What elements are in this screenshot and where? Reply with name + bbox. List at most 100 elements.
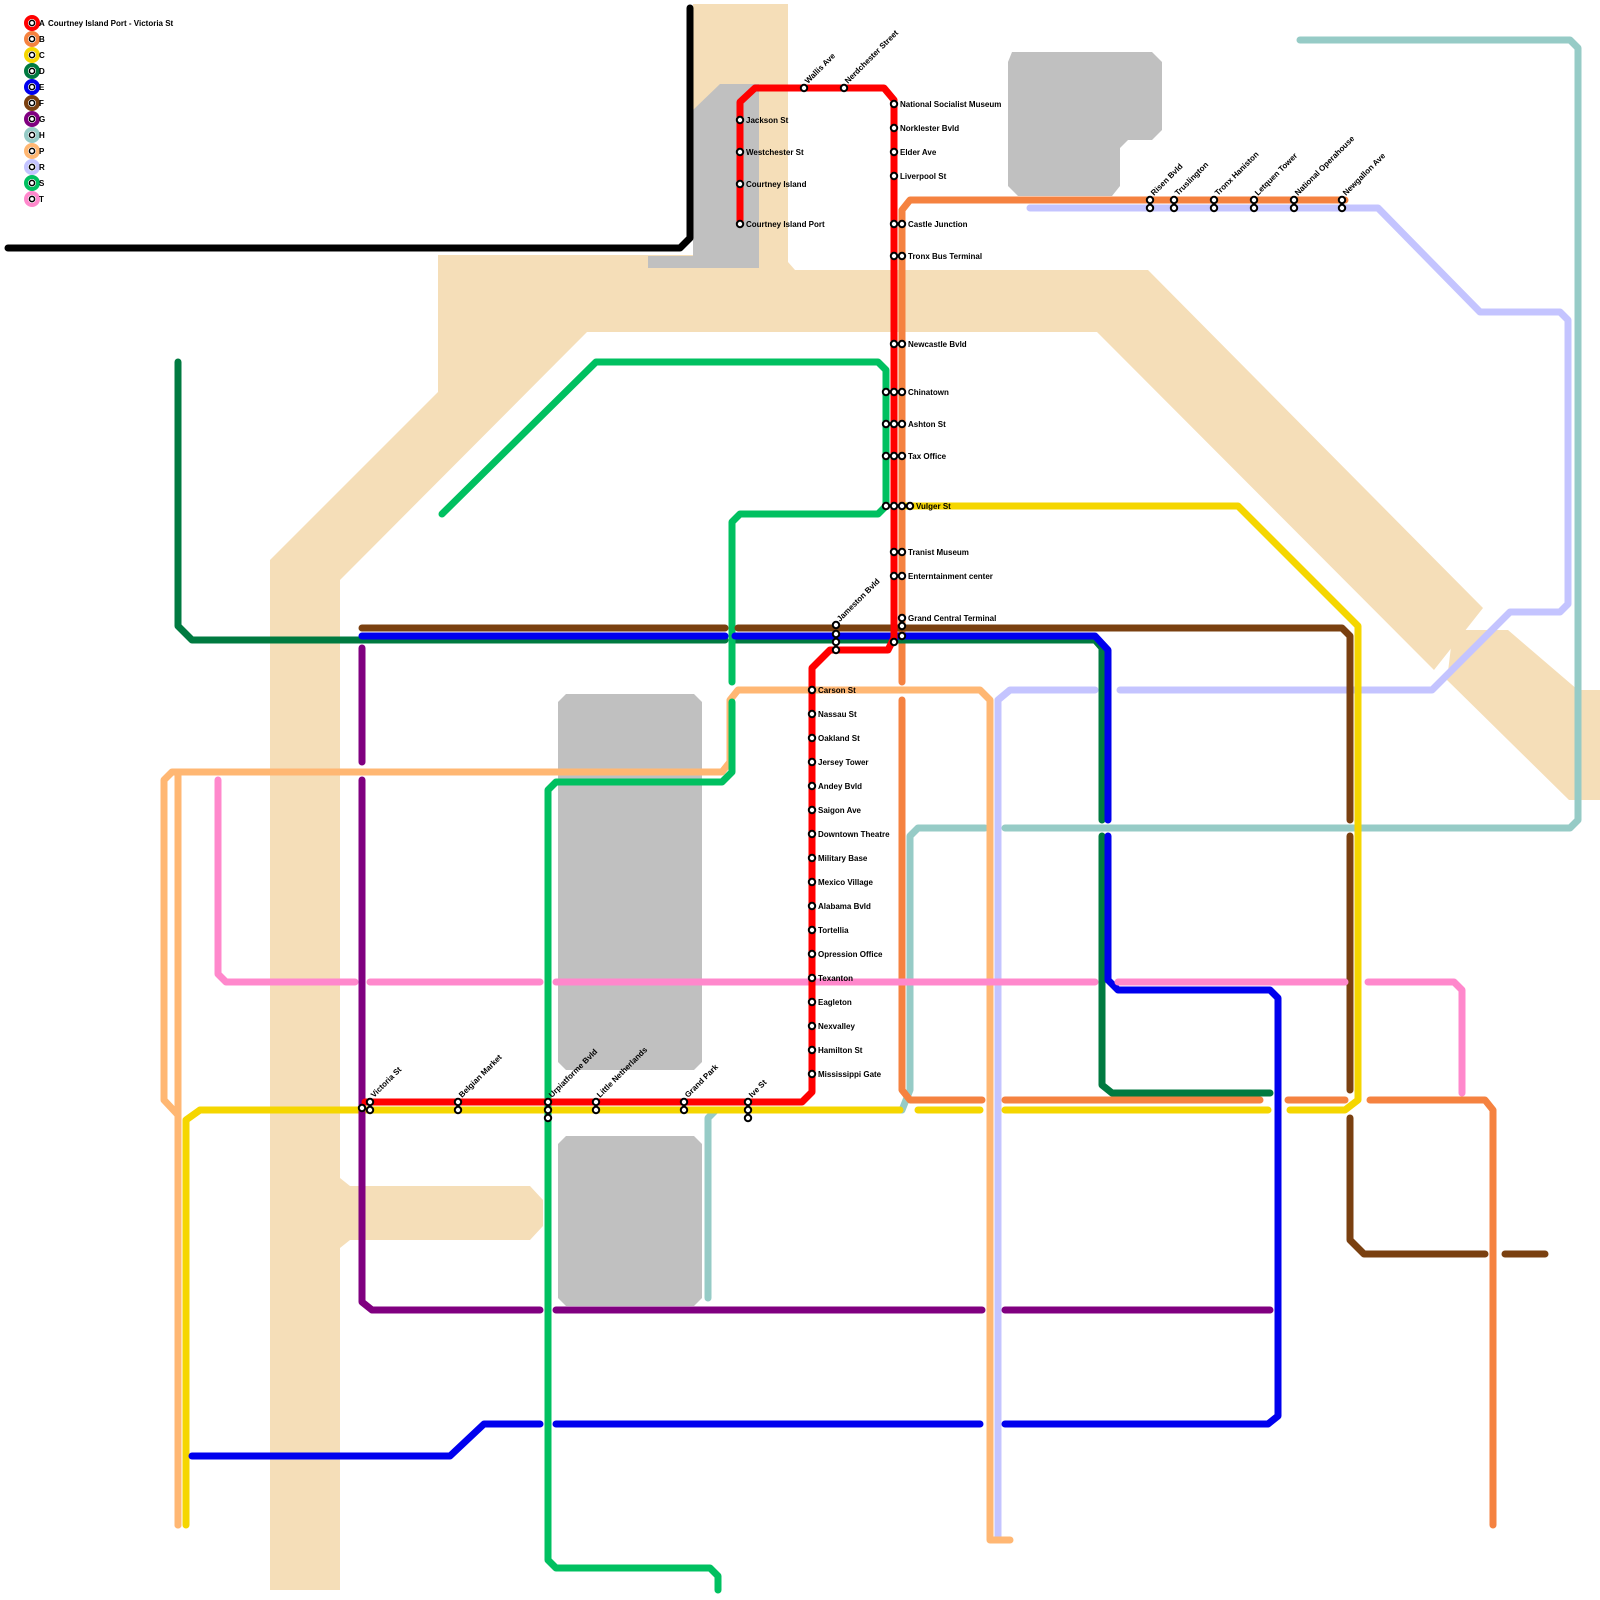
legend-line-t-label: T [39,195,44,204]
station-dot-risen-bvld[interactable] [1147,205,1153,211]
station-dot-castle-junction[interactable] [891,221,897,227]
station-dot-truslington[interactable] [1171,205,1177,211]
station-dot-chinatown[interactable] [899,389,905,395]
station-dot-urpiatforme-bvld[interactable] [545,1115,551,1121]
station-dot-little-netherlands[interactable] [593,1099,599,1105]
line-f-route [738,628,1350,820]
station-dot-downtown-theatre[interactable] [809,831,815,837]
station-dot-oakland-st[interactable] [809,735,815,741]
station-dot-tronx-haniston[interactable] [1211,205,1217,211]
station-dot-risen-bvld[interactable] [1147,197,1153,203]
station-dot-mississippi-gate[interactable] [809,1071,815,1077]
station-dot-vulger-st[interactable] [891,503,897,509]
station-dot-westchester-st[interactable] [737,149,743,155]
station-dot-belgian-market[interactable] [455,1107,461,1113]
station-dot-jersey-tower[interactable] [809,759,815,765]
station-dot-grand-central-terminal[interactable] [891,639,897,645]
station-dot-tranist-museum[interactable] [891,549,897,555]
station-dot-victoria-st[interactable] [359,1105,365,1111]
station-dot-jameston-bvld[interactable] [833,622,839,628]
station-dot-nexvalley[interactable] [809,1023,815,1029]
station-dot-national-socialist-museum[interactable] [891,101,897,107]
station-label-vulger-st: Vulger St [916,502,951,511]
station-dot-tronx-bus-terminal[interactable] [891,253,897,259]
station-label-tranist-museum: Tranist Museum [908,548,969,557]
station-dot-elder-ave[interactable] [891,149,897,155]
station-dot-texanton[interactable] [809,975,815,981]
station-dot-grand-park[interactable] [681,1099,687,1105]
station-dot-jackson-st[interactable] [737,117,743,123]
station-dot-grand-park[interactable] [681,1107,687,1113]
station-label-tronx-bus-terminal: Tronx Bus Terminal [908,252,982,261]
station-dot-opression-office[interactable] [809,951,815,957]
station-dot-ashton-st[interactable] [883,421,889,427]
station-dot-grand-central-terminal[interactable] [899,615,905,621]
station-dot-enterntainment-center[interactable] [899,573,905,579]
station-dot-ashton-st[interactable] [891,421,897,427]
station-dot-tortellia[interactable] [809,927,815,933]
legend-line-e-label: E [39,83,45,92]
station-dot-little-netherlands[interactable] [593,1107,599,1113]
station-dot-tax-office[interactable] [883,453,889,459]
station-dot-national-operahouse[interactable] [1291,205,1297,211]
station-dot-jameston-bvld[interactable] [833,639,839,645]
station-dot-chinatown[interactable] [883,389,889,395]
station-dot-grand-central-terminal[interactable] [899,633,905,639]
station-dot-vulger-st[interactable] [899,503,905,509]
legend-line-g-dot [29,116,34,121]
station-dot-ive-st[interactable] [745,1107,751,1113]
station-dot-letquen-tower[interactable] [1251,197,1257,203]
station-dot-jameston-bvld[interactable] [833,647,839,653]
station-dot-tax-office[interactable] [891,453,897,459]
station-dot-ive-st[interactable] [745,1115,751,1121]
station-dot-eagleton[interactable] [809,999,815,1005]
station-dot-tax-office[interactable] [899,453,905,459]
land-area-top [270,4,1483,1590]
station-dot-norklester-bvld[interactable] [891,125,897,131]
station-dot-nassau-st[interactable] [809,711,815,717]
station-dot-grand-central-terminal[interactable] [899,623,905,629]
station-dot-belgian-market[interactable] [455,1099,461,1105]
station-dot-enterntainment-center[interactable] [891,573,897,579]
station-dot-vulger-st[interactable] [883,503,889,509]
station-dot-chinatown[interactable] [891,389,897,395]
station-dot-vulger-st[interactable] [907,503,913,509]
station-dot-newcastle-bvld[interactable] [891,341,897,347]
station-dot-hamilton-st[interactable] [809,1047,815,1053]
station-dot-letquen-tower[interactable] [1251,205,1257,211]
station-dot-victoria-st[interactable] [367,1107,373,1113]
station-dot-ive-st[interactable] [745,1099,751,1105]
station-label-texanton: Texanton [818,974,853,983]
station-dot-carson-st[interactable] [809,687,815,693]
legend-line-b-dot [29,36,34,41]
station-dot-urpiatforme-bvld[interactable] [545,1107,551,1113]
station-dot-mexico-village[interactable] [809,879,815,885]
station-dot-military-base[interactable] [809,855,815,861]
station-dot-castle-junction[interactable] [899,221,905,227]
station-dot-saigon-ave[interactable] [809,807,815,813]
station-dot-alabama-bvld[interactable] [809,903,815,909]
station-label-oakland-st: Oakland St [818,734,860,743]
station-dot-courtney-island[interactable] [737,181,743,187]
station-dot-liverpool-st[interactable] [891,173,897,179]
station-dot-courtney-island-port[interactable] [737,221,743,227]
station-dot-newgallon-ave[interactable] [1339,197,1345,203]
station-dot-victoria-st[interactable] [367,1099,373,1105]
station-dot-truslington[interactable] [1171,197,1177,203]
station-dot-ashton-st[interactable] [899,421,905,427]
station-dot-national-operahouse[interactable] [1291,197,1297,203]
station-dot-nerdchester-street[interactable] [841,85,847,91]
station-dot-newgallon-ave[interactable] [1339,205,1345,211]
station-dot-newcastle-bvld[interactable] [899,341,905,347]
line-c-route [903,506,1358,1110]
station-dot-wallis-ave[interactable] [801,85,807,91]
station-dot-urpiatforme-bvld[interactable] [545,1099,551,1105]
station-dot-tronx-bus-terminal[interactable] [899,253,905,259]
transit-lines [8,8,1578,1590]
station-labels: Jackson StWestchester StCourtney IslandC… [369,28,1388,1099]
station-dot-andey-bvld[interactable] [809,783,815,789]
station-dot-tranist-museum[interactable] [899,549,905,555]
station-dot-tronx-haniston[interactable] [1211,197,1217,203]
station-dot-jameston-bvld[interactable] [833,631,839,637]
